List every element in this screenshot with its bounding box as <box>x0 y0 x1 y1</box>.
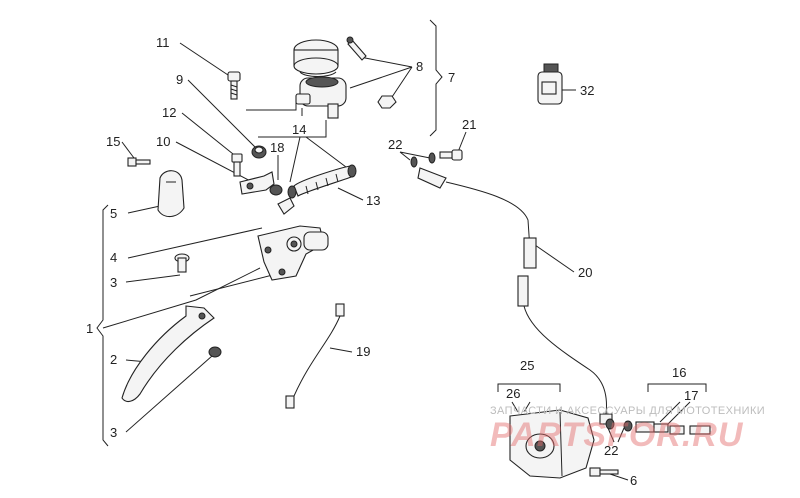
callout-13: 13 <box>366 193 380 208</box>
screw-11 <box>227 71 241 100</box>
nut-3-lower <box>208 346 222 358</box>
slave-cylinder-25 <box>509 409 595 479</box>
reservoir <box>293 39 347 119</box>
callout-7: 7 <box>448 70 455 85</box>
banjo-bolt-21 <box>410 149 463 168</box>
callout-2: 2 <box>110 352 117 367</box>
callout-9: 9 <box>176 72 183 87</box>
callout-1: 1 <box>86 321 93 336</box>
callout-6: 6 <box>630 473 637 488</box>
screws-8 <box>346 36 397 109</box>
fluid-bottle-32 <box>537 63 563 105</box>
callout-26: 26 <box>506 386 520 401</box>
callout-21: 21 <box>462 117 476 132</box>
callout-10: 10 <box>156 134 170 149</box>
callout-11: 11 <box>156 35 170 50</box>
screw-6 <box>589 467 619 477</box>
callout-3-upper: 3 <box>110 275 117 290</box>
callout-18: 18 <box>270 140 284 155</box>
callout-22-bottom: 22 <box>604 443 618 458</box>
callout-25: 25 <box>520 358 534 373</box>
pin-3-upper <box>174 253 190 273</box>
clamp-5 <box>157 170 185 218</box>
callout-16: 16 <box>672 365 686 380</box>
callout-19: 19 <box>356 344 370 359</box>
callout-20: 20 <box>578 265 592 280</box>
switch-cable-19 <box>285 303 345 409</box>
callout-14: 14 <box>292 122 306 137</box>
callout-labels: 1 2 3 3 4 5 6 7 8 9 10 11 12 13 14 15 16… <box>86 35 698 488</box>
master-cylinder <box>257 225 329 281</box>
bracket-10 <box>239 171 275 195</box>
callout-32: 32 <box>580 83 594 98</box>
bolt-12 <box>231 153 243 177</box>
callout-3-lower: 3 <box>110 425 117 440</box>
washers-22-bottom <box>605 418 633 432</box>
nut-18 <box>269 184 283 196</box>
nut-9 <box>251 145 267 159</box>
callout-5: 5 <box>110 206 117 221</box>
hydraulic-line-20 <box>417 167 613 425</box>
callout-15: 15 <box>106 134 120 149</box>
watermark-brand: PARTSFOR.RU <box>490 416 744 454</box>
watermark: ЗАПЧАСТИ И АКСЕССУАРЫ ДЛЯ МОТОТЕХНИКИ PA… <box>490 405 765 454</box>
lever-2 <box>121 305 215 403</box>
callout-12: 12 <box>162 105 176 120</box>
callout-17: 17 <box>684 388 698 403</box>
hose-13 <box>277 164 357 215</box>
screw-15 <box>127 157 151 167</box>
callout-8: 8 <box>416 59 423 74</box>
callout-4: 4 <box>110 250 117 265</box>
callout-22-top: 22 <box>388 137 402 152</box>
bleeder-16-17 <box>635 421 711 435</box>
watermark-tagline: ЗАПЧАСТИ И АКСЕССУАРЫ ДЛЯ МОТОТЕХНИКИ <box>490 405 765 417</box>
